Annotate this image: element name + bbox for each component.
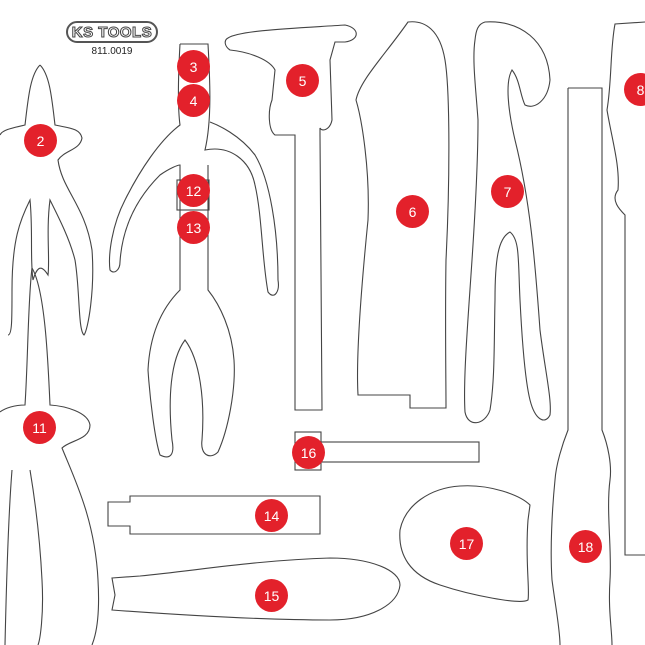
brand-logo: KS TOOLS [66,21,158,43]
slot-badge-8: 8 [624,73,645,106]
outline-tool-6 [355,21,450,409]
slot-badge-13: 13 [177,211,210,244]
outline-screwdriver-18 [550,87,613,645]
outline-tool-14 [107,495,321,535]
slot-badge-18: 18 [569,530,602,563]
slot-badge-14: 14 [255,499,288,532]
slot-badge-16: 16 [292,436,325,469]
slot-badge-7: 7 [491,175,524,208]
slot-badge-4: 4 [177,84,210,117]
outline-caliper-5 [224,24,357,411]
slot-badge-15: 15 [255,579,288,612]
slot-badge-2: 2 [24,124,57,157]
article-number: 811.0019 [91,46,133,57]
outline-pliers-11 [0,267,100,645]
slot-badge-11: 11 [23,411,56,444]
slot-badge-6: 6 [396,195,429,228]
outline-pump-pliers-7 [463,21,551,424]
slot-badge-12: 12 [177,174,210,207]
slot-badge-17: 17 [450,527,483,560]
outline-knife-15 [111,557,401,621]
slot-badge-3: 3 [177,50,210,83]
outline-tape-17 [399,485,531,602]
outline-pliers-2 [0,64,94,336]
outline-pliers-3-13 [109,43,279,458]
outline-bar-16 [320,441,480,463]
outline-screwdriver-8 [606,21,645,556]
logo-text: KS TOOLS [71,23,153,41]
slot-badge-5: 5 [286,64,319,97]
